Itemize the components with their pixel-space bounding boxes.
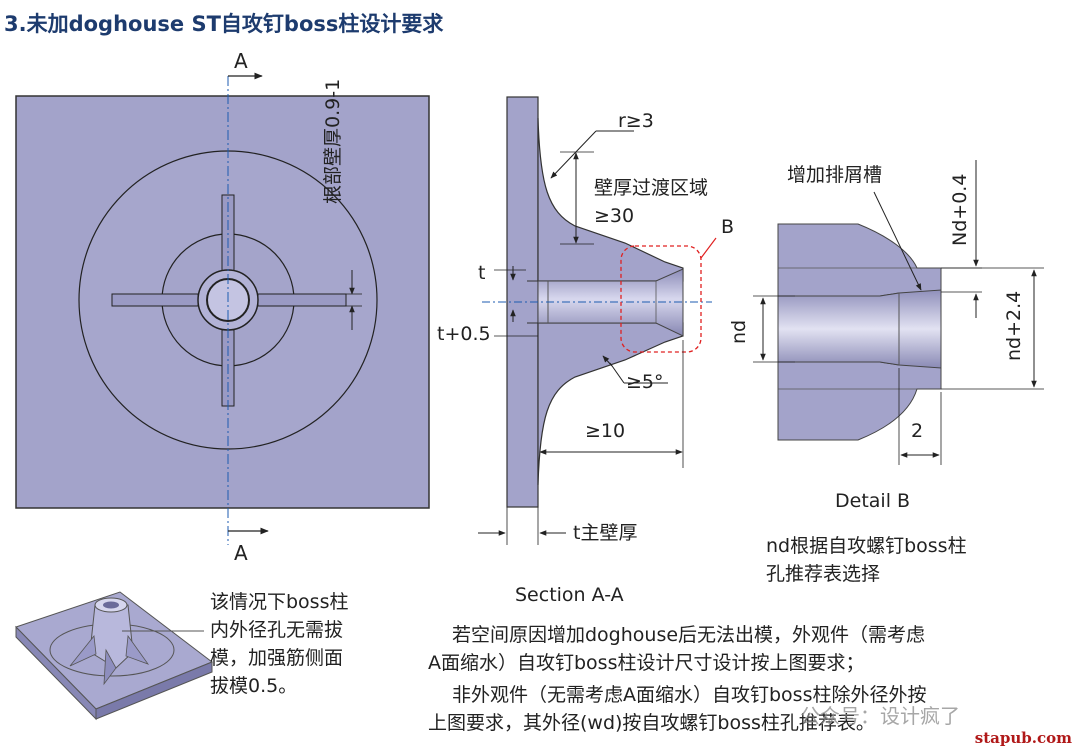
chip-groove-label: 增加排屑槽	[787, 164, 883, 186]
bottom-text-line4: 上图要求，其外径(wd)按自攻螺钉boss柱孔推荐表。	[428, 712, 875, 734]
detail-note-line2: 孔推荐表选择	[766, 563, 881, 585]
detail-b-circle	[620, 245, 702, 353]
section-marker-top: A	[234, 49, 248, 73]
transition-min-label: ≥30	[594, 205, 635, 227]
iso-view	[15, 591, 214, 721]
detail-marker: B	[721, 216, 735, 238]
detail-view	[753, 160, 1044, 465]
section-caption: Section A-A	[515, 584, 624, 606]
bottom-text-line2: A面缩水）自攻钉boss柱设计尺寸设计按上图要求；	[428, 652, 865, 674]
site-label: stapub.com	[974, 729, 1072, 747]
watermark: 公众号：设计疯了	[800, 704, 960, 728]
front-view	[15, 72, 430, 545]
section-marker-bottom: A	[234, 541, 248, 565]
t-label: t	[478, 262, 486, 284]
transition-zone-label: 壁厚过渡区域	[594, 177, 709, 199]
root-thickness-label: 根部壁厚0.9-1	[322, 78, 344, 204]
iso-note-line4: 拔模0.5。	[210, 675, 298, 697]
draft-angle-label: ≥5°	[626, 371, 664, 393]
depth-label: 2	[911, 420, 924, 442]
iso-note-line3: 模，加强筋侧面	[210, 647, 344, 669]
main-wall-label: t主壁厚	[573, 522, 638, 544]
iso-note-line1: 该情况下boss柱	[210, 591, 349, 613]
section-view	[478, 96, 717, 545]
t-plus-label: t+0.5	[437, 323, 491, 345]
detail-note-line1: nd根据自攻螺钉boss柱	[766, 535, 967, 557]
bottom-text-line3: 非外观件（无需考虑A面缩水）自攻钉boss柱除外径外按	[452, 684, 927, 706]
nd-label: nd	[728, 319, 750, 344]
iso-note-line2: 内外径孔无需拔	[210, 619, 344, 641]
nd-plus-24-label: nd+2.4	[1003, 290, 1025, 361]
bottom-text-line1: 若空间原因增加doghouse后无法出模，外观件（需考虑	[452, 624, 926, 646]
radius-label: r≥3	[618, 110, 654, 132]
page-title: 3.未加doghouse ST自攻钉boss柱设计要求	[4, 12, 444, 36]
nd-plus-04-label: Nd+0.4	[949, 173, 971, 246]
min-length-label: ≥10	[585, 420, 626, 442]
detail-caption: Detail B	[835, 490, 911, 512]
